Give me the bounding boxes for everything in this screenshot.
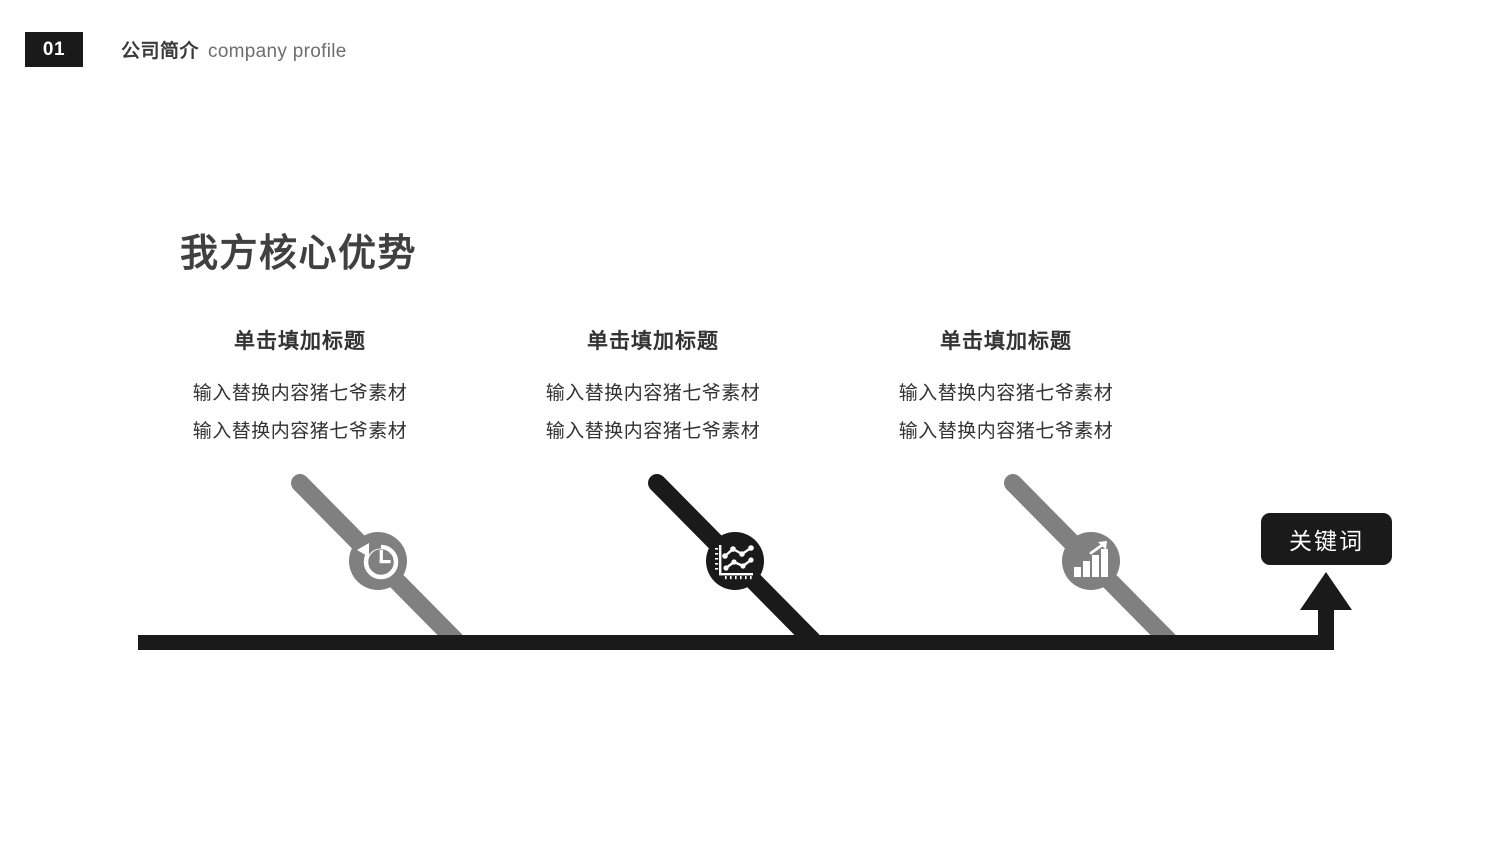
bar-chart-growth-icon: [1074, 541, 1108, 577]
column-2-line-1: 输入替换内容猪七爷素材: [545, 383, 761, 404]
connector-line-2: [648, 474, 821, 649]
clock-rewind-icon: [357, 541, 399, 580]
column-2-title: 单击填加标题: [587, 330, 719, 353]
slide-header: 01 公司简介 company profile: [25, 32, 347, 67]
node-2-circle: [706, 532, 764, 590]
node-3-circle: [1062, 532, 1120, 590]
line-chart-icon: [715, 545, 754, 580]
column-3: 单击填加标题 输入替换内容猪七爷素材 输入替换内容猪七爷素材: [841, 325, 1171, 451]
column-2: 单击填加标题 输入替换内容猪七爷素材 输入替换内容猪七爷素材: [488, 325, 818, 451]
column-1-line-2: 输入替换内容猪七爷素材: [192, 421, 408, 442]
keyword-badge[interactable]: 关键词: [1261, 513, 1392, 565]
column-1-title: 单击填加标题: [234, 330, 366, 353]
column-1-line-1: 输入替换内容猪七爷素材: [192, 383, 408, 404]
column-3-title: 单击填加标题: [940, 330, 1072, 353]
column-3-line-1: 输入替换内容猪七爷素材: [898, 383, 1114, 404]
header-title-group: 公司简介 company profile: [121, 36, 347, 63]
connector-line-3: [1004, 474, 1177, 649]
node-2: [706, 532, 764, 590]
timeline-baseline-arrow: [138, 572, 1352, 650]
section-number-badge: 01: [25, 32, 83, 67]
node-3: [1062, 532, 1120, 590]
header-title-cn: 公司简介: [121, 41, 200, 62]
node-1: [349, 532, 407, 590]
page-title: 我方核心优势: [180, 233, 418, 275]
node-1-circle: [349, 532, 407, 590]
connector-line-1: [291, 474, 464, 649]
column-2-line-2: 输入替换内容猪七爷素材: [545, 421, 761, 442]
header-title-en: company profile: [208, 41, 347, 62]
column-3-line-2: 输入替换内容猪七爷素材: [898, 421, 1114, 442]
column-text-group: 单击填加标题 输入替换内容猪七爷素材 输入替换内容猪七爷素材 单击填加标题 输入…: [0, 325, 1500, 450]
column-1: 单击填加标题 输入替换内容猪七爷素材 输入替换内容猪七爷素材: [135, 325, 465, 451]
